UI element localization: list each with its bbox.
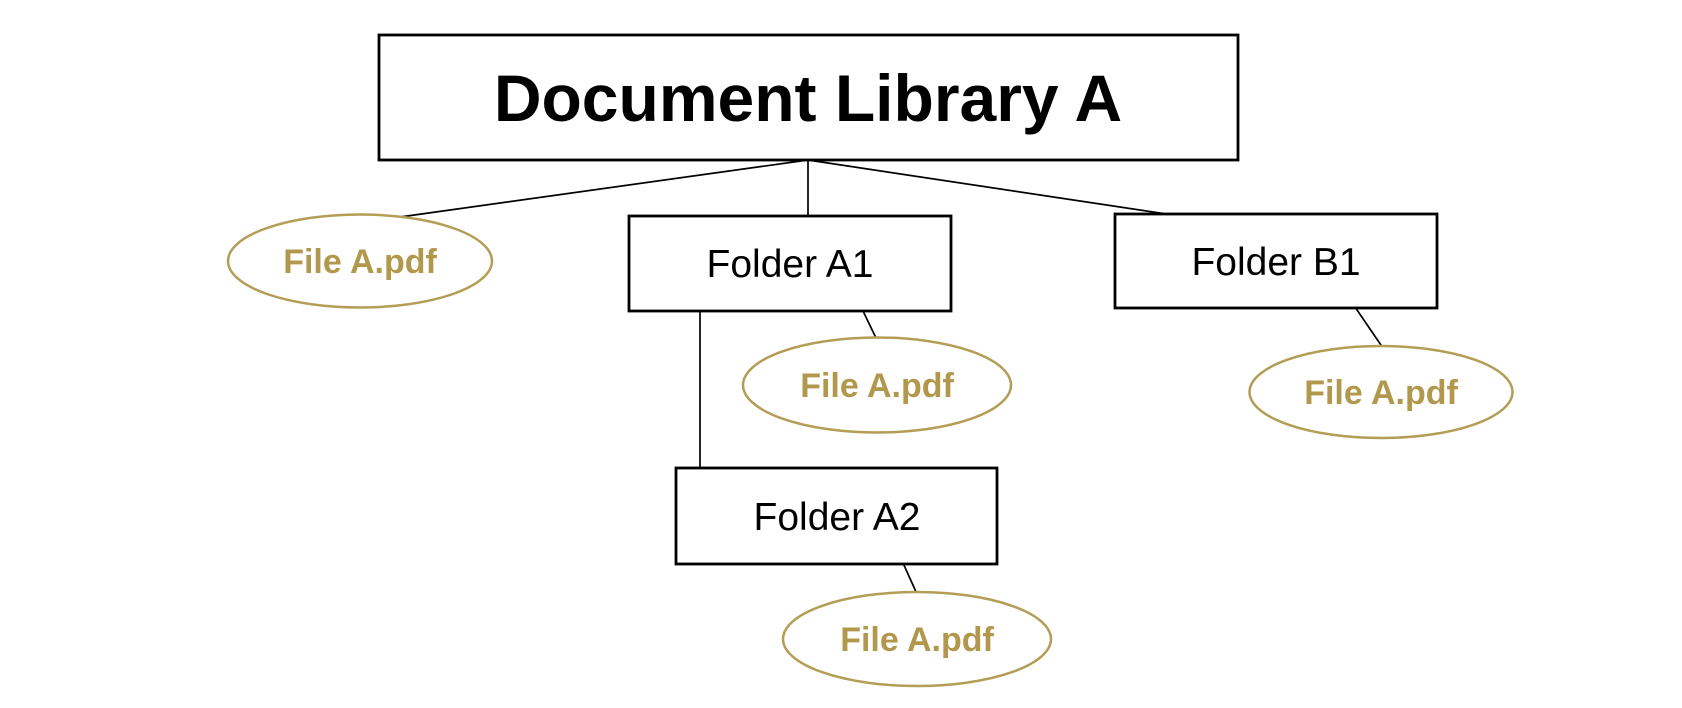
node-label-folder-a2: Folder A2: [754, 496, 921, 539]
node-label-a1-file: File A.pdf: [800, 367, 954, 405]
node-label-root-file: File A.pdf: [283, 243, 437, 281]
node-root-file: File A.pdf: [226, 213, 494, 309]
node-a2-file: File A.pdf: [781, 590, 1053, 688]
node-label-folder-a1: Folder A1: [707, 243, 874, 286]
node-folder-b1: Folder B1: [1113, 212, 1439, 310]
connector-folder-a2-to-a2-file: [902, 562, 918, 595]
node-box-folder-a1: [627, 214, 953, 313]
connector-folder-b1-to-b1-file: [1354, 306, 1384, 349]
connector-folder-a1-to-a1-file: [862, 310, 878, 341]
node-label-document-library-a: Document Library A: [494, 61, 1122, 135]
node-a1-file: File A.pdf: [741, 336, 1013, 434]
node-box-folder-a2: [674, 466, 999, 566]
node-ellipse-b1-file: [1248, 344, 1514, 440]
node-box-folder-b1: [1113, 212, 1439, 310]
node-box-document-library-a: [377, 33, 1240, 162]
node-document-library-a: Document Library A: [377, 33, 1240, 162]
connector-root-to-folder-b1: [807, 159, 1174, 216]
node-folder-a1: Folder A1: [627, 214, 953, 313]
node-label-b1-file: File A.pdf: [1304, 374, 1458, 412]
node-ellipse-a2-file: [781, 590, 1053, 688]
node-label-a2-file: File A.pdf: [840, 621, 994, 659]
connector-root-to-root-file: [399, 159, 809, 218]
node-b1-file: File A.pdf: [1248, 344, 1514, 440]
node-ellipse-a1-file: [741, 336, 1013, 434]
node-ellipse-root-file: [226, 213, 494, 309]
node-label-folder-b1: Folder B1: [1191, 241, 1360, 284]
node-folder-a2: Folder A2: [674, 466, 999, 566]
